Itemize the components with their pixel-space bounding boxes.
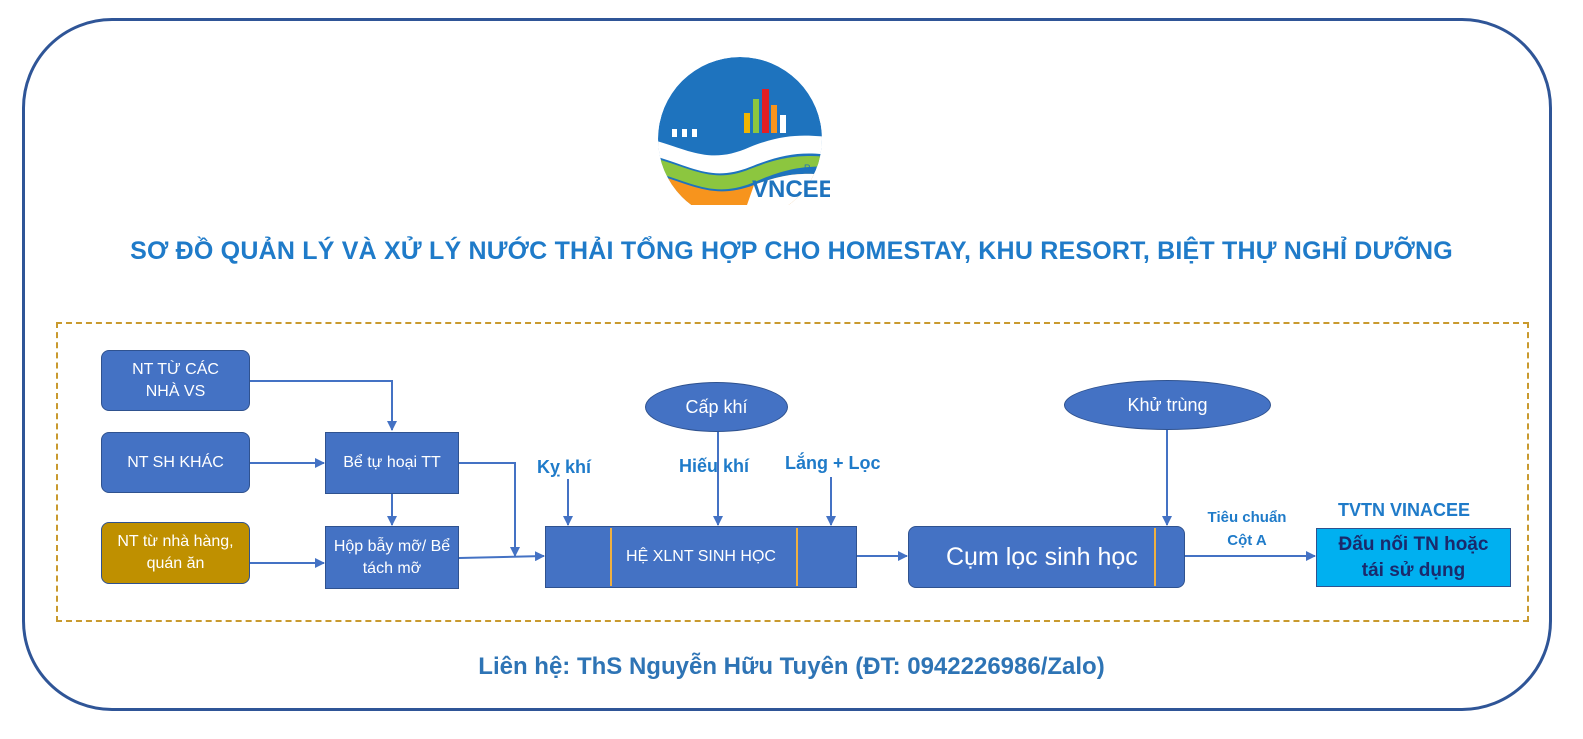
standard-line2: Cột A [1227,532,1267,549]
page-title: SƠ ĐỒ QUẢN LÝ VÀ XỬ LÝ NƯỚC THẢI TỔNG HỢ… [130,237,1453,265]
source-toilet: NT TỪ CÁC NHÀ VS [101,350,250,411]
stage-settling: Lắng + Lọc [785,453,881,473]
stage-aerobic: Hiếu khí [679,456,750,476]
contact-info: Liên hệ: ThS Nguyễn Hữu Tuyên (ĐT: 09422… [478,653,1105,680]
aeration-supply: Cấp khí [645,382,788,432]
source-toilet-label: NT TỪ CÁC NHÀ VS [132,360,219,400]
diagram-area [56,322,1529,622]
bio-filter-cluster: Cụm lọc sinh học [908,526,1185,588]
septic-tank-label: Bể tự hoại TT [343,454,441,471]
standard-line1: Tiêu chuẩn [1207,509,1287,526]
stage-divider [1154,528,1156,586]
output-connection: Đấu nối TN hoặc tái sử dụng [1316,528,1511,587]
disinfection-label: Khử trùng [1127,394,1208,415]
rounded-frame [22,18,1552,711]
stage-divider [610,528,612,586]
grease-trap-label: Hộp bẫy mỡ/ Bể tách mỡ [333,537,451,577]
standard-label: Tiêu chuẩn Cột A [1193,506,1301,552]
bio-system-label: HỆ XLNT SINH HỌC [626,548,776,565]
stage-anaerobic: Kỵ khí [537,457,592,477]
registered-mark: R [804,163,811,173]
bio-filter-label: Cụm lọc sinh học [946,543,1138,571]
grease-trap: Hộp bẫy mỡ/ Bể tách mỡ [325,526,459,589]
consultant-label: TVTN VINACEE [1338,500,1471,520]
disinfection: Khử trùng [1064,380,1271,430]
source-restaurant-label: NT từ nhà hàng, quán ăn [117,533,234,572]
bio-treatment-system: HỆ XLNT SINH HỌC [545,526,857,588]
source-restaurant: NT từ nhà hàng, quán ăn [101,522,250,584]
source-domestic: NT SH KHÁC [101,432,250,493]
source-domestic-label: NT SH KHÁC [127,453,224,471]
septic-tank: Bể tự hoại TT [325,432,459,494]
vncee-logo: VNCEE R [658,57,830,205]
stage-divider [796,528,798,586]
logo-brand: VNCEE [752,176,830,203]
aeration-label: Cấp khí [685,396,748,417]
output-label: Đấu nối TN hoặc tái sử dụng [1338,533,1489,581]
